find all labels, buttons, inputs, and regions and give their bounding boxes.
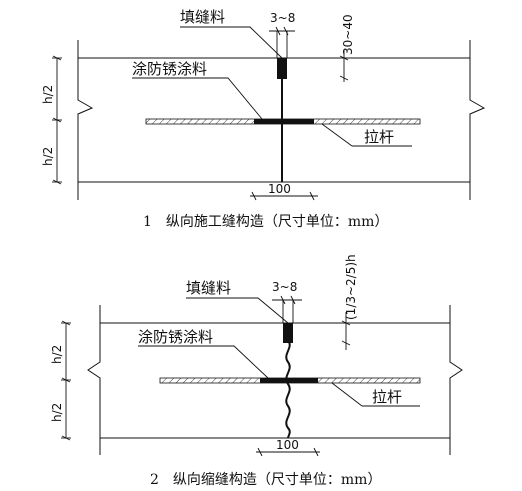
slab-outline-2 [87, 305, 463, 455]
caption-2: 2 纵向缩缝构造（尺寸单位：mm） [150, 472, 381, 488]
coating-label-2: 涂防锈涂料 [138, 328, 213, 346]
gap-dimension-label-1: 3~8 [270, 11, 295, 25]
caption-1: 1 纵向施工缝构造（尺寸单位：mm） [143, 214, 388, 230]
gap-dimension-2 [272, 295, 302, 323]
half-depth-upper-label-2: h/2 [50, 345, 64, 364]
diagram-construction-joint: 填缝料 涂防锈涂料 拉杆 3~8 30~40 h/2 h/2 100 1 纵向施… [41, 8, 486, 230]
filler-label-2: 填缝料 [186, 279, 231, 297]
depth-dimension-label-2: (1/3~2/5)h [344, 254, 358, 320]
crack-line-2 [285, 339, 291, 439]
leaders-2 [138, 297, 420, 407]
half-depth-dimensions-2 [61, 320, 71, 441]
joint-filler-1 [277, 58, 287, 79]
depth-dimension-2 [341, 312, 351, 350]
joint-filler-2 [283, 323, 293, 343]
gap-dimension-1 [269, 26, 295, 58]
bar-spacing-label-1: 100 [268, 182, 291, 196]
bar-spacing-label-2: 100 [276, 438, 299, 452]
leaders-1 [132, 26, 412, 147]
slab-outline-1 [77, 40, 486, 200]
filler-label-1: 填缝料 [180, 8, 225, 26]
diagram-contraction-joint: 填缝料 涂防锈涂料 拉杆 3~8 (1/3~2/5)h h/2 h/2 100 … [50, 254, 463, 488]
tie-bar-label-2: 拉杆 [372, 388, 402, 406]
bar-spacing-dimension-2 [256, 447, 320, 457]
depth-dimension-label-1: 30~40 [341, 14, 355, 55]
half-depth-dimensions-1 [52, 55, 62, 185]
anti-rust-coating-2 [260, 378, 318, 383]
tie-bar-label-1: 拉杆 [364, 128, 394, 146]
coating-label-1: 涂防锈涂料 [132, 60, 207, 78]
half-depth-lower-label-2: h/2 [50, 403, 64, 422]
half-depth-upper-label-1: h/2 [41, 85, 55, 104]
bar-spacing-dimension-1 [250, 191, 318, 201]
anti-rust-coating-1 [254, 119, 314, 124]
half-depth-lower-label-1: h/2 [41, 147, 55, 166]
gap-dimension-label-2: 3~8 [272, 280, 297, 294]
depth-dimension-1 [339, 50, 349, 82]
